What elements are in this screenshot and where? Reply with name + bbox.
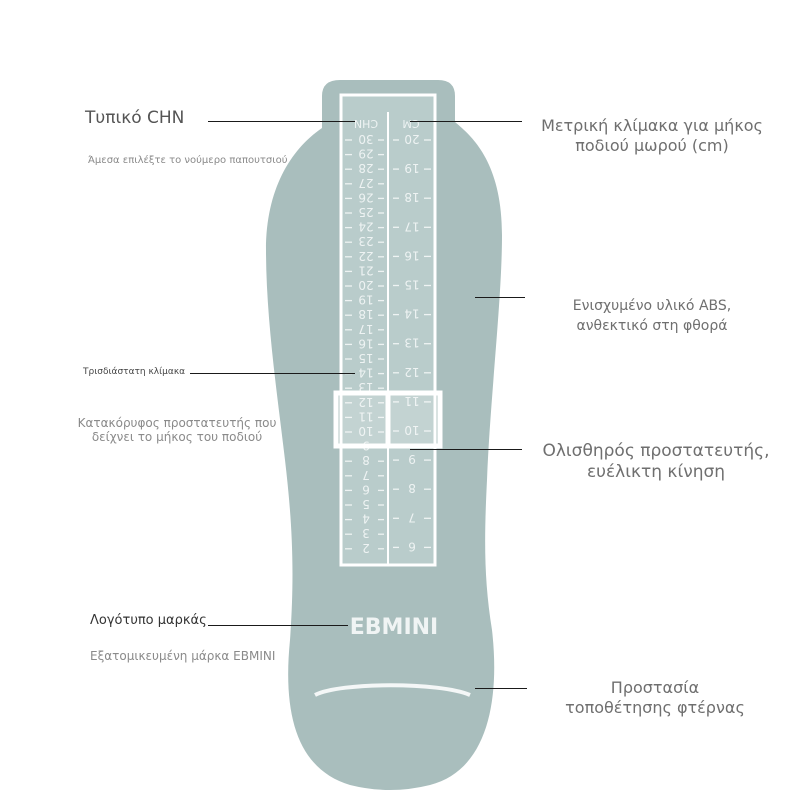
chn-scale-number: 11 xyxy=(358,409,373,423)
chn-scale-number: 14 xyxy=(358,366,373,380)
chn-scale-number: 2 xyxy=(362,541,370,555)
metric-scale-line2: ποδιού μωρού (cm) xyxy=(575,136,729,156)
leader-line-slider xyxy=(410,449,522,450)
chn-scale-number: 3 xyxy=(362,526,370,540)
chn-scale-number: 23 xyxy=(358,234,373,248)
chn-scale-number: 8 xyxy=(362,453,370,467)
chn-scale-number: 20 xyxy=(358,278,373,292)
vertical-guard-line2: δείχνει το μήκος του ποδιού xyxy=(91,429,263,444)
cm-header: CM xyxy=(402,117,419,130)
cm-scale-number: 8 xyxy=(408,481,416,495)
chn-scale-number: 22 xyxy=(358,249,373,263)
chn-scale-number: 18 xyxy=(358,307,373,321)
chn-scale-number: 10 xyxy=(358,424,373,438)
sliding-guard[interactable] xyxy=(333,390,443,449)
metric-scale-label: Μετρική κλίμακα για μήκος ποδιού μωρού (… xyxy=(541,115,763,158)
abs-material-line2: ανθεκτικό στη φθορά xyxy=(576,317,728,334)
chn-scale-number: 17 xyxy=(358,322,373,336)
chn-header: CHN xyxy=(354,117,378,130)
three-d-scale-title: Τρισδιάστατη κλίμακα xyxy=(83,367,186,377)
brand-logo: EBMINI xyxy=(350,615,438,640)
standard-chn-title: Τυπικό CHN xyxy=(85,108,185,128)
cm-scale-number: 10 xyxy=(404,423,419,437)
brand-logo-title: Λογότυπο μαρκάς xyxy=(90,613,207,628)
chn-scale-number: 5 xyxy=(362,497,370,511)
heel-cup xyxy=(314,683,471,697)
brand-logo-subtitle: Εξατομικευμένη μάρκα EBMINI xyxy=(90,649,276,663)
cm-scale-number: 18 xyxy=(404,190,419,204)
chn-scale-number: 24 xyxy=(358,220,373,234)
heel-guard-label: Προστασία τοποθέτησης φτέρνας xyxy=(565,677,745,720)
chn-scale-number: 15 xyxy=(358,351,373,365)
chn-scale-number: 25 xyxy=(358,205,373,219)
leader-line-chn xyxy=(208,121,355,122)
sliding-guard-line2: ευέλικτη κίνηση xyxy=(586,461,726,482)
chn-scale-number: 6 xyxy=(362,482,370,496)
heel-guard-line1: Προστασία xyxy=(610,678,700,697)
abs-material-line1: Ενισχυμένο υλικό ABS, xyxy=(572,298,732,314)
chn-scale-number: 16 xyxy=(358,336,373,350)
cm-scale-number: 6 xyxy=(408,539,416,553)
abs-material-label: Ενισχυμένο υλικό ABS, ανθεκτικό στη φθορ… xyxy=(573,297,731,336)
cm-scale-number: 11 xyxy=(404,394,419,408)
vertical-guard-line1: Κατακόρυφος προστατευτής που xyxy=(77,416,277,430)
cm-scale-number: 20 xyxy=(404,132,419,146)
leader-line-abs xyxy=(475,297,525,298)
heel-guard-line2: τοποθέτησης φτέρνας xyxy=(565,698,745,718)
chn-scale-number: 28 xyxy=(358,161,373,175)
leader-line-heel xyxy=(475,688,527,689)
cm-scale-number: 19 xyxy=(404,161,419,175)
chn-scale-number: 7 xyxy=(362,468,370,482)
leader-line-3d-scale xyxy=(190,373,355,374)
chn-scale-number: 27 xyxy=(358,176,373,190)
leader-line-logo xyxy=(208,625,348,626)
cm-scale-number: 12 xyxy=(404,365,419,379)
ruler-scale: 3029282726252423222120191817161514131211… xyxy=(345,132,431,555)
chn-scale-number: 30 xyxy=(358,132,373,146)
chn-scale-number: 12 xyxy=(358,395,373,409)
cm-scale-number: 17 xyxy=(404,219,419,233)
cm-scale-number: 7 xyxy=(408,510,416,524)
chn-scale-number: 26 xyxy=(358,190,373,204)
metric-scale-line1: Μετρική κλίμακα για μήκος xyxy=(541,116,763,135)
standard-chn-subtitle: Άμεσα επιλέξτε το νούμερο παπουτσιού xyxy=(88,155,288,166)
sliding-guard-line1: Ολισθηρός προστατευτής, xyxy=(542,441,770,461)
chn-scale-number: 29 xyxy=(358,147,373,161)
chn-scale-number: 19 xyxy=(358,293,373,307)
cm-scale-number: 14 xyxy=(404,307,419,321)
chn-scale-number: 21 xyxy=(358,263,373,277)
sliding-guard-label: Ολισθηρός προστατευτής, ευέλικτη κίνηση xyxy=(542,440,769,485)
vertical-guard-label: Κατακόρυφος προστατευτής που δείχνει το … xyxy=(78,415,277,446)
leader-line-metric xyxy=(410,121,522,122)
cm-scale-number: 9 xyxy=(408,452,416,466)
cm-scale-number: 15 xyxy=(404,278,419,292)
cm-scale-number: 16 xyxy=(404,248,419,262)
cm-scale-number: 13 xyxy=(404,336,419,350)
chn-scale-number: 4 xyxy=(362,512,370,526)
